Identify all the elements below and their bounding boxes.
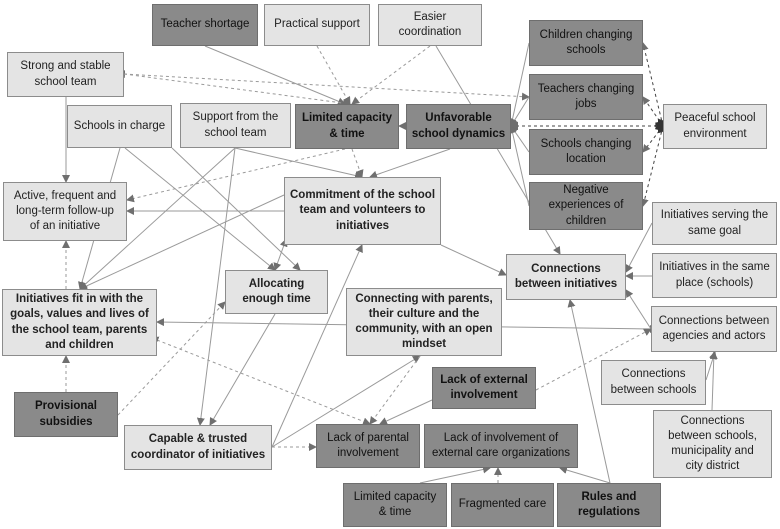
node-label: Lack of parental involvement — [327, 431, 409, 459]
edge-39 — [150, 336, 371, 426]
node-provisional-subsidies: Provisional subsidies — [14, 392, 118, 437]
edge-15 — [126, 148, 346, 203]
edge-17 — [369, 148, 451, 179]
edge-36 — [709, 351, 718, 411]
edge-44 — [369, 355, 421, 425]
edge-42 — [271, 244, 363, 448]
node-lack-external: Lack of external involvement — [432, 367, 536, 409]
node-connections-schools: Connections between schools — [601, 360, 706, 405]
node-connections-agencies: Connections between agencies and actors — [651, 306, 777, 352]
node-label: Peaceful school environment — [674, 112, 756, 140]
edge-24 — [79, 147, 236, 290]
node-lack-parental: Lack of parental involvement — [316, 424, 420, 468]
node-connections-between-initiatives: Connections between initiatives — [506, 254, 626, 300]
edge-43 — [209, 313, 276, 426]
edge-49 — [567, 299, 611, 484]
node-initiatives-fit: Initiatives fit in with the goals, value… — [2, 289, 157, 356]
edge-41 — [271, 355, 421, 448]
node-label: Commitment of the school team and volunt… — [289, 189, 436, 232]
node-label: Initiatives fit in with the goals, value… — [10, 293, 149, 351]
node-support-school-team: Support from the school team — [180, 103, 291, 148]
node-label: Provisional subsidies — [35, 400, 97, 428]
node-children-changing-schools: Children changing schools — [529, 20, 643, 66]
node-label: Unfavorable school dynamics — [411, 112, 506, 140]
node-rules-regulations: Rules and regulations — [557, 483, 661, 527]
node-label: Connections between schools, municipalit… — [668, 414, 757, 473]
node-label: Connections between agencies and actors — [658, 314, 770, 342]
edge-6 — [508, 42, 530, 127]
node-label: Negative experiences of children — [548, 184, 624, 227]
edge-0 — [204, 45, 346, 106]
edge-48 — [419, 465, 491, 484]
node-limited-capacity: Limited capacity & time — [295, 104, 399, 149]
node-label: Initiatives serving the same goal — [660, 209, 769, 237]
edge-23 — [124, 147, 276, 271]
node-peaceful-environment: Peaceful school environment — [663, 104, 767, 149]
edge-19 — [234, 147, 363, 180]
node-label: Connections between schools — [610, 368, 697, 396]
node-negative-experiences: Negative experiences of children — [529, 182, 643, 230]
edge-50 — [559, 466, 611, 484]
node-teachers-changing-jobs: Teachers changing jobs — [529, 74, 643, 120]
edge-13 — [640, 123, 669, 207]
node-practical-support: Practical support — [264, 4, 370, 46]
edge-29 — [440, 244, 507, 276]
node-fragmented-care: Fragmented care — [451, 483, 554, 527]
node-label: Schools changing location — [540, 137, 632, 165]
node-connections-municipality: Connections between schools, municipalit… — [653, 410, 772, 478]
node-label: Limited capacity & time — [353, 490, 437, 518]
edge-31 — [625, 222, 653, 273]
node-label: Rules and regulations — [578, 490, 640, 518]
node-allocating-time: Allocating enough time — [225, 270, 328, 314]
node-label: Teacher shortage — [160, 18, 250, 31]
node-label: Connections between initiatives — [514, 262, 618, 290]
node-schools-in-charge: Schools in charge — [67, 105, 172, 148]
edge-30 — [273, 238, 288, 271]
node-schools-changing-location: Schools changing location — [529, 129, 643, 175]
node-label: Active, frequent and long-term follow-up… — [13, 189, 117, 233]
node-label: Schools in charge — [73, 119, 166, 132]
node-label: Allocating enough time — [242, 277, 311, 305]
edge-45 — [379, 399, 433, 425]
node-commitment: Commitment of the school team and volunt… — [284, 177, 441, 245]
node-initiatives-same-goal: Initiatives serving the same goal — [652, 202, 777, 245]
node-teacher-shortage: Teacher shortage — [152, 4, 258, 46]
node-initiatives-same-place: Initiatives in the same place (schools) — [652, 253, 777, 298]
node-label: Practical support — [274, 18, 360, 31]
node-connecting-parents: Connecting with parents, their culture a… — [346, 288, 502, 356]
edge-37 — [117, 301, 226, 416]
edge-1 — [316, 45, 351, 105]
edge-4 — [123, 73, 351, 108]
node-label: Children changing schools — [539, 28, 633, 56]
edge-34 — [625, 289, 652, 330]
node-label: Lack of involvement of external care org… — [431, 431, 571, 459]
node-capable-coordinator: Capable & trusted coordinator of initiat… — [124, 425, 272, 470]
node-label: Teachers changing jobs — [537, 82, 635, 110]
edge-10 — [640, 42, 669, 129]
edge-16 — [351, 148, 364, 178]
node-label: Easier coordination — [398, 10, 462, 38]
node-label: Limited capacity & time — [301, 112, 393, 140]
node-label: Fragmented care — [458, 498, 547, 511]
node-label: Initiatives in the same place (schools) — [659, 261, 770, 289]
node-limited-capacity-2: Limited capacity & time — [343, 483, 447, 527]
edge-2 — [351, 45, 431, 105]
edge-26 — [171, 147, 301, 271]
edge-3 — [117, 70, 530, 101]
node-lack-care-orgs: Lack of involvement of external care org… — [424, 424, 578, 468]
edge-9 — [508, 125, 530, 207]
edge-27 — [79, 194, 285, 290]
node-label: Lack of external involvement — [440, 373, 528, 401]
node-active-followup: Active, frequent and long-term follow-up… — [3, 182, 127, 241]
node-unfavorable-dynamics: Unfavorable school dynamics — [406, 104, 511, 149]
node-label: Strong and stable school team — [20, 60, 111, 88]
node-label: Connecting with parents, their culture a… — [355, 292, 493, 351]
node-strong-stable-team: Strong and stable school team — [7, 52, 124, 97]
edge-46 — [535, 328, 652, 391]
node-label: Capable & trusted coordinator of initiat… — [130, 433, 266, 461]
node-label: Support from the school team — [192, 111, 279, 139]
node-easier-coordination: Easier coordination — [378, 4, 482, 46]
